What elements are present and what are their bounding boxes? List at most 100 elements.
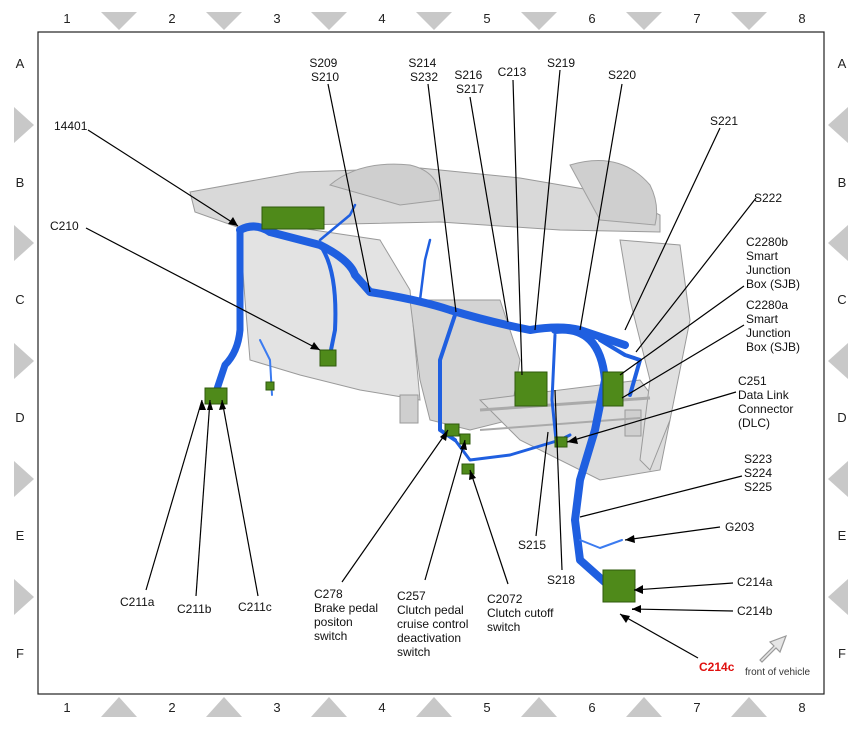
- arrowhead: [469, 470, 476, 480]
- callout-arrowheads: [199, 217, 643, 623]
- connector-top-cluster: [261, 206, 325, 230]
- leader-14401: [87, 129, 239, 227]
- grid-row-left: F: [16, 646, 24, 661]
- label-c2072: C2072 Clutch cutoff switch: [487, 592, 557, 634]
- connector-small: [265, 381, 275, 391]
- grid-row-right: A: [838, 56, 847, 71]
- harness-right-drop: [551, 325, 612, 589]
- grid-triangle: [521, 12, 557, 30]
- grid-col-top: 4: [378, 11, 385, 26]
- grid-row-right: F: [838, 646, 846, 661]
- front-arrow-icon: [759, 634, 788, 663]
- grid-triangle: [828, 461, 848, 497]
- grid-col-top: 7: [693, 11, 700, 26]
- grid-col-bottom: 8: [798, 700, 805, 715]
- leader-s209: [327, 83, 371, 293]
- grid-triangle: [311, 697, 347, 717]
- arrowhead: [567, 436, 578, 444]
- grid-row-labels: A B C D E F A B C D E F: [15, 56, 846, 661]
- label-s221: S221: [710, 114, 738, 128]
- grid-triangle: [521, 697, 557, 717]
- leader-s219: [534, 69, 561, 331]
- leader-s222: [635, 197, 757, 353]
- grid-row-right: E: [838, 528, 847, 543]
- connector-c2072: [461, 463, 475, 475]
- leader-s223: [579, 475, 743, 518]
- grid-triangle: [828, 343, 848, 379]
- grid-col-top: 8: [798, 11, 805, 26]
- connector-c278: [444, 423, 460, 437]
- harness-s218-branch: [550, 333, 558, 442]
- dash-right-frame: [619, 239, 691, 471]
- label-c214c: C214c: [699, 660, 735, 674]
- connector-c210: [319, 349, 337, 367]
- arrowhead: [634, 585, 643, 594]
- grid-row-left: E: [16, 528, 25, 543]
- grid-triangle: [311, 12, 347, 30]
- leader-c214b: [631, 608, 734, 612]
- grid-triangle: [626, 12, 662, 30]
- label-c210: C210: [50, 219, 79, 233]
- label-c257: C257 Clutch pedal cruise control deactiv…: [397, 589, 472, 659]
- label-c214b: C214b: [737, 604, 773, 618]
- label-s223-s225: S223 S224 S225: [744, 452, 775, 494]
- grid-col-bottom: 2: [168, 700, 175, 715]
- leader-s215: [535, 431, 549, 537]
- label-s222: S222: [754, 191, 782, 205]
- label-14401: 14401: [54, 119, 88, 133]
- leader-s220: [579, 83, 623, 331]
- grid-triangle: [101, 697, 137, 717]
- connector-c213: [514, 371, 548, 407]
- label-c211a: C211a: [120, 595, 155, 609]
- grid-row-left: C: [15, 292, 24, 307]
- grid-col-top: 1: [63, 11, 70, 26]
- grid-triangle: [14, 107, 34, 143]
- grid-triangle: [14, 461, 34, 497]
- arrowhead: [460, 440, 467, 450]
- arrowhead: [310, 342, 320, 350]
- arrowhead: [632, 605, 641, 613]
- grid-triangle: [731, 12, 767, 30]
- grid-col-top: 2: [168, 11, 175, 26]
- label-c2280b: C2280b Smart Junction Box (SJB): [746, 235, 800, 291]
- grid-tick-markers: [14, 12, 848, 717]
- label-s215: S215: [518, 538, 546, 552]
- grid-row-right: B: [838, 175, 847, 190]
- grid-row-right: D: [837, 410, 846, 425]
- label-c251: C251 Data Link Connector (DLC): [738, 374, 797, 430]
- leader-s216: [469, 96, 509, 323]
- grid-col-bottom: 1: [63, 700, 70, 715]
- label-s219: S219: [547, 56, 575, 70]
- leader-c2280b: [619, 285, 745, 376]
- arrowhead: [228, 217, 238, 226]
- grid-col-top: 5: [483, 11, 490, 26]
- leader-s221: [624, 127, 721, 331]
- arrowhead: [219, 400, 226, 410]
- leader-g203: [624, 526, 721, 541]
- label-s216-s217: S216 S217: [454, 68, 485, 96]
- connector-c214: [602, 569, 636, 603]
- dash-hood-left: [328, 163, 441, 206]
- arrowhead: [620, 614, 630, 623]
- label-c211c: C211c: [238, 600, 272, 614]
- grid-col-top: 6: [588, 11, 595, 26]
- arrowhead: [625, 535, 635, 543]
- harness-left-drop: [211, 228, 244, 399]
- dash-rail: [479, 417, 641, 431]
- callout-leaders: [85, 69, 757, 659]
- arrowhead: [199, 400, 206, 410]
- leader-c214a: [633, 582, 734, 591]
- label-s218: S218: [547, 573, 575, 587]
- arrowhead: [207, 400, 213, 410]
- leader-c213: [512, 79, 523, 376]
- grid-row-left: B: [16, 175, 25, 190]
- harness-c210-branch: [318, 243, 338, 357]
- grid-col-bottom: 3: [273, 700, 280, 715]
- grid-col-bottom: 7: [693, 700, 700, 715]
- grid-col-bottom: 6: [588, 700, 595, 715]
- label-s220: S220: [608, 68, 636, 82]
- dash-lower-body: [239, 227, 421, 401]
- grid-triangle: [416, 697, 452, 717]
- leader-c211b: [195, 399, 211, 597]
